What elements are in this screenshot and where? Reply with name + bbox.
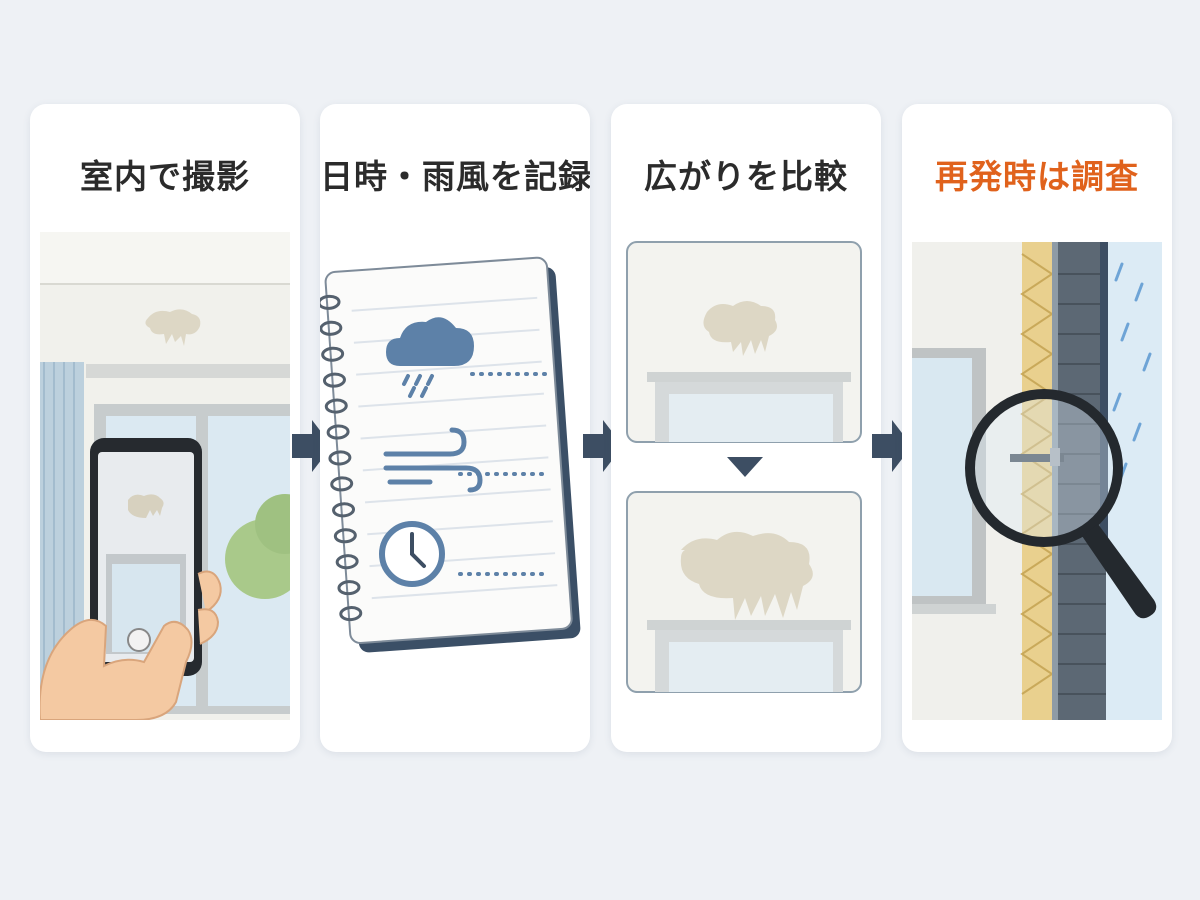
step-card-record: 日時・雨風を記録 [320,104,590,752]
step-title: 再発時は調査 [935,157,1139,196]
wind-icon [383,427,483,493]
notebook-illustration [320,256,581,653]
rain-cloud-icon [386,317,474,398]
step-card-investigate: 再発時は調査 [902,104,1172,752]
step-card-photograph: 室内で撮影 [30,104,300,752]
stain-comparison-illustration [626,241,862,693]
magnifier-icon [965,389,1157,619]
wall-inspection-illustration [912,242,1162,720]
phone-photo-illustration [40,232,290,720]
step-card-compare: 広がりを比較 [611,104,881,752]
step-title: 室内で撮影 [80,157,250,196]
step-title: 広がりを比較 [644,157,848,196]
step-title: 日時・雨風を記録 [320,157,590,196]
clock-icon [379,521,445,587]
